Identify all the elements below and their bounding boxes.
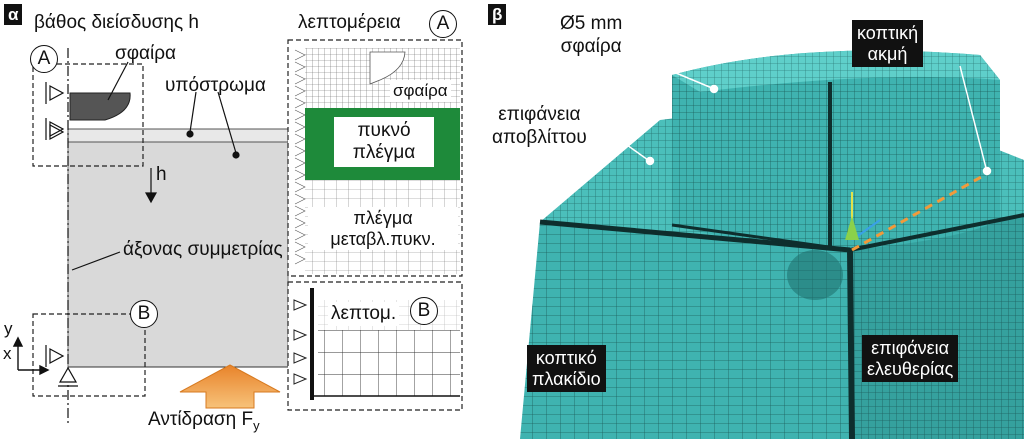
marker-a-circle: A xyxy=(30,45,58,73)
panel-b-graphics xyxy=(520,50,1024,439)
detail-a-marker: A xyxy=(429,10,457,38)
detail-a-title: λεπτομέρεια xyxy=(298,12,401,33)
detail-a-sphere-label: σφαίρα xyxy=(390,80,451,102)
substrate-label: υπόστρωμα xyxy=(165,75,266,96)
detail-b-box xyxy=(32,313,146,397)
coord-x-label: x xyxy=(3,344,12,363)
sphere-section xyxy=(69,92,131,121)
depth-label: βάθος διείσδυσης h xyxy=(34,12,199,33)
detail-b-title: λεπτομ. xyxy=(328,302,400,326)
panel-a-tag: α xyxy=(4,4,23,25)
reaction-label: Αντίδραση Fy xyxy=(148,409,260,433)
marker-b-circle: B xyxy=(130,300,158,328)
sphere-label: σφαίρα xyxy=(115,43,177,64)
coord-y-label: y xyxy=(4,319,13,338)
substrate-layer xyxy=(67,128,289,143)
panel-b-tag: β xyxy=(488,4,507,25)
axis-triad xyxy=(845,192,881,241)
reaction-arrow xyxy=(179,364,281,409)
detail-b-marker: B xyxy=(410,297,438,325)
cutting-direction-line xyxy=(851,170,991,252)
detail-a-box xyxy=(32,63,144,167)
h-label: h xyxy=(156,164,167,185)
symmetry-axis-label: άξονας συμμετρίας xyxy=(123,239,283,260)
